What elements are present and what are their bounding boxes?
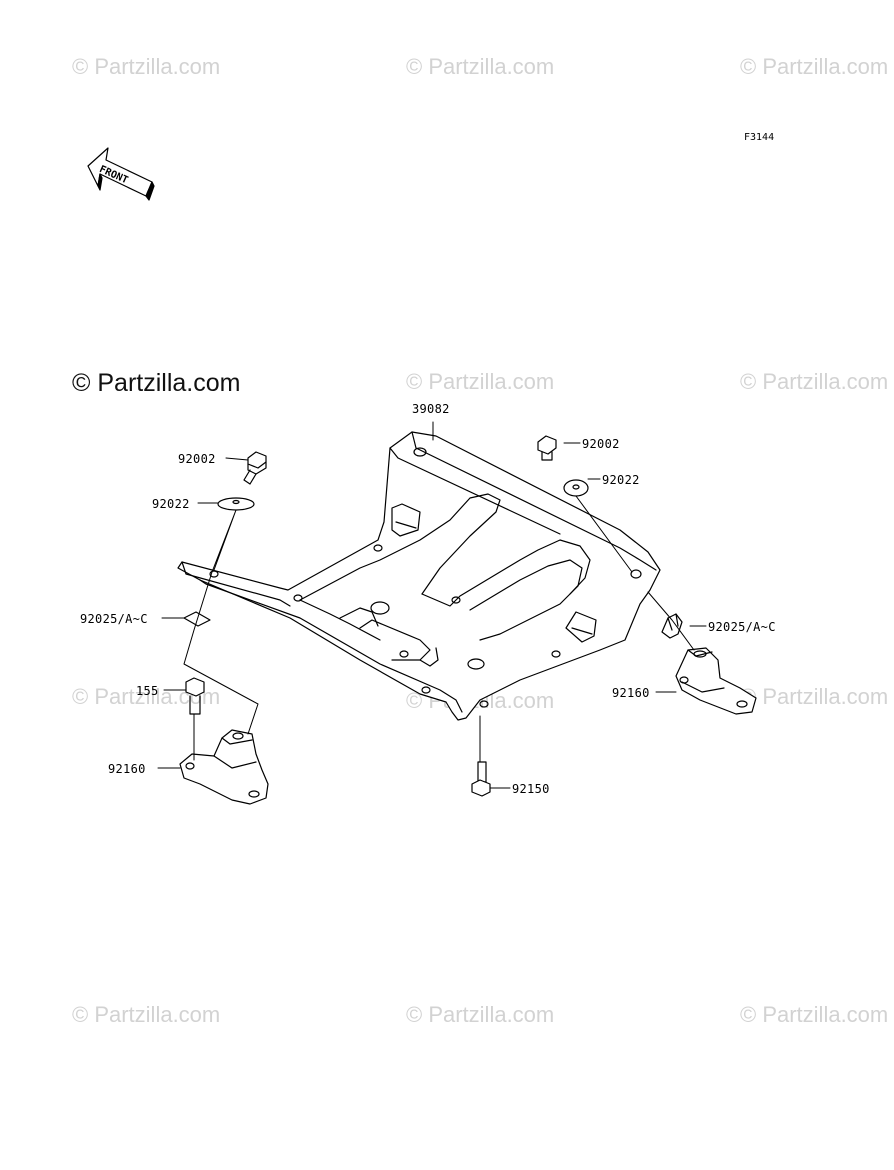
watermark-9: © Partzilla.com <box>72 1002 221 1027</box>
watermark-1: © Partzilla.com <box>72 54 221 79</box>
watermark-prominent: © Partzilla.com <box>72 369 241 397</box>
part-label-92022-right[interactable]: 92022 <box>602 473 640 487</box>
part-label-92002-left[interactable]: 92002 <box>178 452 216 466</box>
watermark-2: © Partzilla.com <box>406 54 555 79</box>
part-label-92160-right[interactable]: 92160 <box>612 686 650 700</box>
watermark-5: © Partzilla.com <box>740 369 889 394</box>
part-label-92025-right[interactable]: 92025/A~C <box>708 620 776 634</box>
watermark-11: © Partzilla.com <box>740 1002 889 1027</box>
engine-mount-92160-right <box>675 647 757 715</box>
watermark-10: © Partzilla.com <box>406 1002 555 1027</box>
bolt-92002-left <box>243 451 267 485</box>
watermark-8: © Partzilla.com <box>740 684 889 709</box>
front-arrow-icon <box>87 147 155 201</box>
part-label-92025-left[interactable]: 92025/A~C <box>80 612 148 626</box>
clip-92025-right <box>661 613 683 639</box>
bolt-155 <box>185 677 205 715</box>
part-label-92160-left[interactable]: 92160 <box>108 762 146 776</box>
part-label-92150[interactable]: 92150 <box>512 782 550 796</box>
watermark-3: © Partzilla.com <box>740 54 889 79</box>
watermark-4: © Partzilla.com <box>406 369 555 394</box>
part-label-155[interactable]: 155 <box>136 684 159 698</box>
figure-code: F3144 <box>744 132 775 143</box>
part-label-92002-right[interactable]: 92002 <box>582 437 620 451</box>
part-label-92022-left[interactable]: 92022 <box>152 497 190 511</box>
bolt-92150 <box>471 761 491 797</box>
skid-plate-39082 <box>177 431 661 721</box>
engine-mount-92160-left <box>179 729 269 805</box>
bolt-92002-right <box>537 435 557 461</box>
washer-92022-right <box>563 479 589 497</box>
part-label-39082[interactable]: 39082 <box>412 402 450 416</box>
washer-92022-left <box>217 497 255 511</box>
